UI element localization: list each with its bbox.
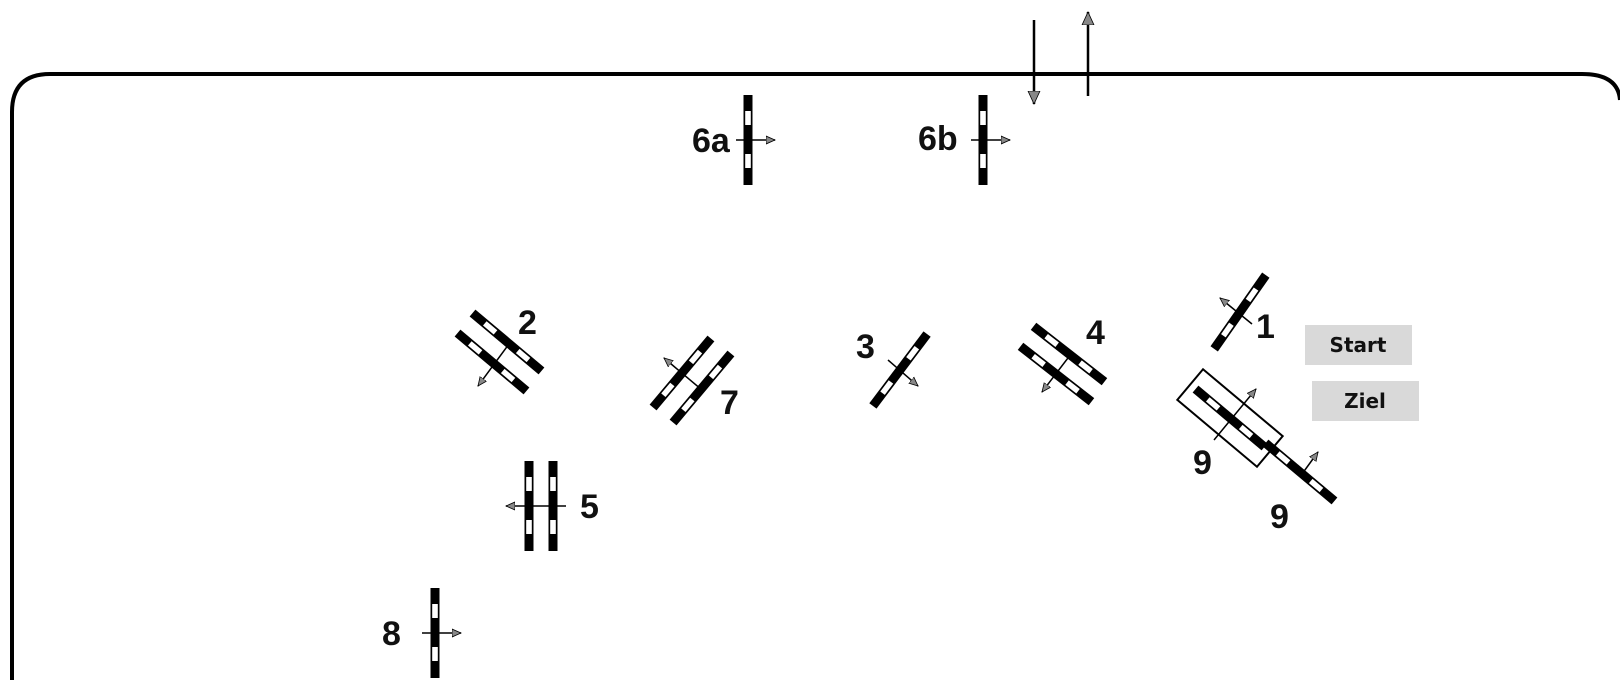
obstacle-2-number: 2 [518,304,537,342]
obstacle-1-number: 1 [1256,308,1275,346]
obstacle-2 [454,309,545,395]
obstacle-5 [506,461,566,551]
obstacle-1 [1210,272,1270,352]
obstacle-8-number: 8 [382,615,401,653]
obstacle-8 [422,588,461,678]
obstacle-4-number: 4 [1086,314,1105,352]
obstacle-6b-number: 6b [918,120,958,158]
obstacle-9-number-b: 9 [1270,498,1289,536]
obstacle-3 [869,331,931,409]
finish-marker: Ziel [1312,381,1419,421]
obstacle-6b [971,95,1010,185]
arena-border [10,72,1620,680]
obstacle-6a [736,95,775,185]
obstacle-6a-number: 6a [692,122,731,160]
start-label: Start [1330,333,1387,357]
start-marker: Start [1305,325,1412,365]
obstacle-4 [1017,322,1108,406]
obstacle-3-number: 3 [856,328,875,366]
obstacle-7-number: 7 [720,384,739,422]
finish-label: Ziel [1344,389,1386,413]
obstacle-9-finish-rail [1262,439,1338,505]
obstacle-5-number: 5 [580,488,599,526]
obstacle-7 [649,335,735,426]
obstacle-9-number-a: 9 [1193,444,1212,482]
